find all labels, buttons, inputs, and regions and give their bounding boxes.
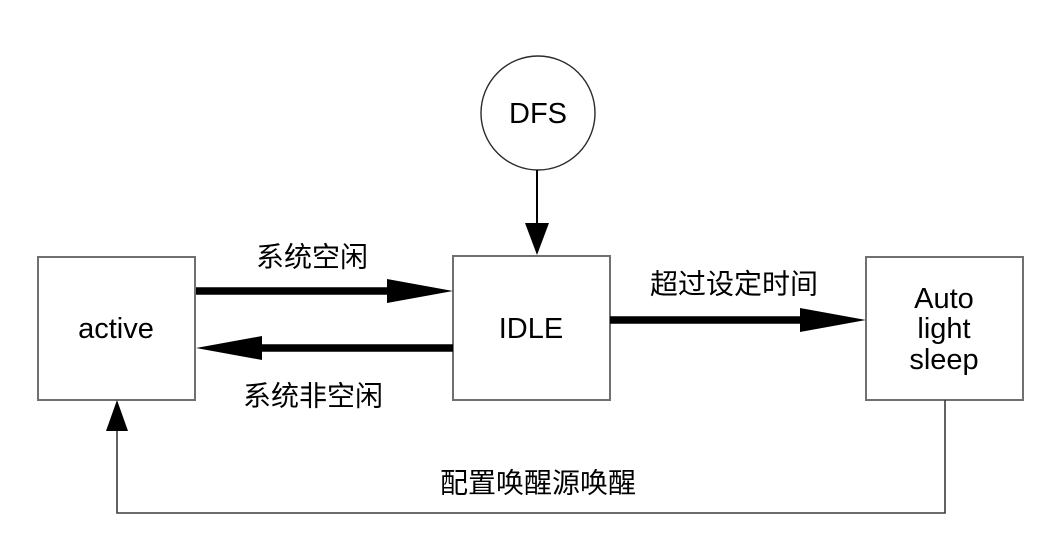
wakeup-path-line bbox=[116, 400, 946, 514]
system-idle-edge-label: 系统空闲 bbox=[256, 242, 368, 273]
timeout-edge-label: 超过设定时间 bbox=[650, 269, 818, 300]
active-node bbox=[37, 256, 196, 401]
wakeup-arrowhead bbox=[106, 400, 128, 431]
idle-node-label: IDLE bbox=[499, 313, 563, 345]
system-idle-arrowhead bbox=[387, 279, 453, 303]
idle-node bbox=[452, 255, 611, 401]
active-node-label: active bbox=[78, 313, 154, 345]
system-busy-arrowhead bbox=[196, 336, 262, 360]
wakeup-edge-label: 配置唤醒源唤醒 bbox=[440, 468, 636, 499]
auto-light-sleep-label-line2: light bbox=[917, 313, 970, 345]
auto-light-sleep-label-line1: Auto bbox=[914, 283, 974, 315]
timeout-arrowhead bbox=[800, 308, 866, 332]
dfs-node-label: DFS bbox=[509, 98, 567, 130]
dfs-to-idle-arrowhead bbox=[525, 223, 549, 255]
auto-light-sleep-label-line3: sleep bbox=[909, 344, 978, 376]
auto-light-sleep-node bbox=[865, 256, 1024, 401]
system-busy-edge-label: 系统非空闲 bbox=[243, 381, 383, 412]
